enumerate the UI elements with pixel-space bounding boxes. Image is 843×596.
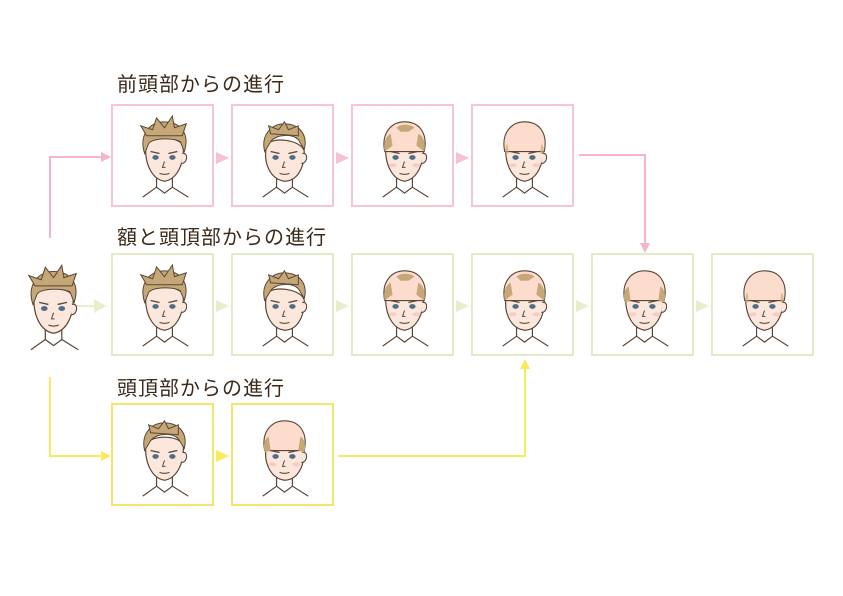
forehead-step-6-panel [711,253,814,356]
head-illustration [142,419,189,497]
head-illustration [382,121,429,198]
pink-start-connector [49,152,111,238]
yellow-start-connector [49,377,111,461]
head-illustration [502,121,549,198]
front-step-3-panel [351,104,454,207]
forehead-step-4-panel [471,253,574,356]
crown-row-arrows [216,450,229,462]
row-title-forehead-crown: 額と頭頂部からの進行 [117,225,327,249]
head-illustration [262,269,309,347]
front-step-4-panel [471,104,574,207]
pink-merge-connector [579,154,650,253]
head-illustration [502,270,549,347]
row-title-front: 前頭部からの進行 [117,72,285,96]
origin-head-illustration [27,263,79,351]
forehead-step-1-panel [111,253,214,356]
row-title-crown: 頭頂部からの進行 [117,376,285,400]
forehead-step-5-panel [591,253,694,356]
forehead-row-arrows [216,300,709,312]
head-illustration [262,420,309,497]
front-row-arrows [216,152,469,164]
head-illustration [262,120,309,198]
front-step-2-panel [231,104,334,207]
head-illustration [382,270,429,347]
crown-step-1-panel [111,403,214,506]
yellow-merge-connector [338,359,530,457]
forehead-step-2-panel [231,253,334,356]
origin-character [0,255,103,358]
head-illustration [742,270,789,347]
head-illustration [139,114,189,198]
forehead-step-3-panel [351,253,454,356]
front-step-1-panel [111,104,214,207]
head-illustration [622,270,669,347]
head-illustration [139,263,189,347]
crown-step-2-panel [231,403,334,506]
green-start-arrowhead [94,299,106,313]
